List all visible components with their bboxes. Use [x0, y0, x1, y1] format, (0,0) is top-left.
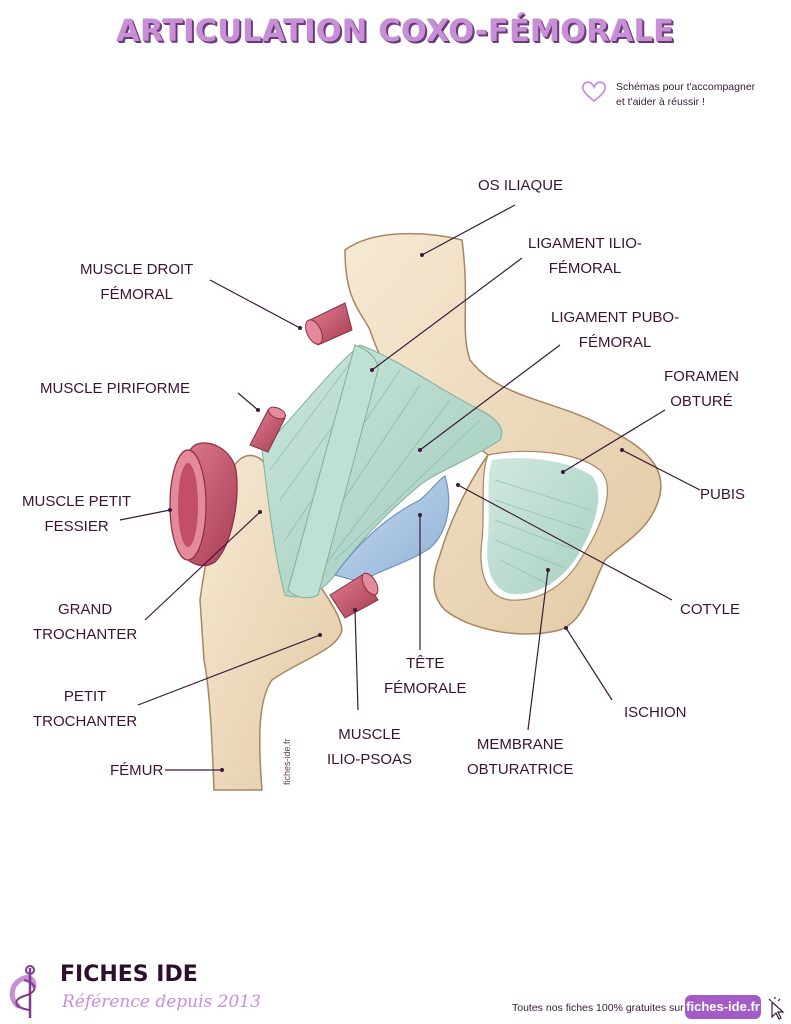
tagline-line-2: et t'aider à réussir !: [616, 96, 705, 108]
page-title: ARTICULATION COXO-FÉMORALE: [116, 14, 675, 49]
label-ilio-psoas-line1: MUSCLE: [338, 726, 401, 743]
tete-femorale-shape: [334, 475, 450, 583]
tagline: Schémas pour t'accompagner et t'aider à …: [616, 80, 755, 110]
label-ligament-pubo-femoral: LIGAMENT PUBO- FÉMORAL: [551, 305, 679, 355]
click-cursor-icon: [768, 997, 785, 1020]
label-ligament-ilio-line2: FÉMORAL: [548, 260, 622, 277]
label-cotyle: COTYLE: [680, 597, 740, 622]
label-tete-line2: FÉMORALE: [384, 680, 467, 697]
label-foramen-line1: FORAMEN: [664, 368, 739, 385]
site-link-button[interactable]: fiches-ide.fr: [685, 995, 761, 1019]
label-muscle-ilio-psoas: MUSCLE ILIO-PSOAS: [327, 722, 412, 772]
membrane-obturatrice-shape: [487, 458, 599, 595]
label-os-iliaque-text: OS ILIAQUE: [478, 177, 564, 194]
footer-subtitle: Référence depuis 2013: [62, 992, 261, 1012]
label-ilio-psoas-line2: ILIO-PSOAS: [327, 751, 413, 768]
label-muscle-petit-fessier: MUSCLE PETIT FESSIER: [22, 489, 131, 539]
label-tete-femorale: TÊTE FÉMORALE: [384, 651, 467, 701]
muscle-piriforme-stump: [249, 406, 286, 453]
footer-brand: FICHES IDE: [60, 962, 198, 987]
label-piriforme-text: MUSCLE PIRIFORME: [40, 380, 191, 397]
label-pubis: PUBIS: [700, 482, 745, 507]
muscle-petit-fessier-stump: [169, 442, 238, 567]
label-muscle-piriforme: MUSCLE PIRIFORME: [40, 376, 190, 401]
label-muscle-droit-femoral: MUSCLE DROIT FÉMORAL: [80, 257, 193, 307]
tagline-line-1: Schémas pour t'accompagner: [616, 81, 756, 93]
label-petit-fessier-line2: FESSIER: [44, 518, 109, 535]
label-petit-troch-line1: PETIT: [63, 688, 107, 705]
label-grand-troch-line2: TROCHANTER: [33, 626, 138, 643]
label-ligament-pubo-line2: FÉMORAL: [578, 334, 652, 351]
label-grand-trochanter: GRAND TROCHANTER: [33, 597, 137, 647]
ligament-ilio-femoral-band: [287, 344, 379, 599]
label-ligament-ilio-line1: LIGAMENT ILIO-: [528, 235, 642, 252]
footer-note: Toutes nos fiches 100% gratuites sur: [512, 1002, 684, 1014]
label-pubis-text: PUBIS: [700, 486, 746, 503]
label-droit-line1: MUSCLE DROIT: [80, 261, 194, 278]
muscle-ilio-psoas-stump: [329, 572, 379, 619]
label-foramen-obture: FORAMEN OBTURÉ: [664, 364, 739, 414]
label-petit-troch-line2: TROCHANTER: [33, 713, 138, 730]
label-femur-text: FÉMUR: [110, 762, 164, 779]
label-cotyle-text: COTYLE: [680, 601, 741, 618]
caduceus-logo-icon: [9, 965, 37, 1018]
label-tete-line1: TÊTE: [406, 655, 445, 672]
label-membrane-obturatrice: MEMBRANE OBTURATRICE: [467, 732, 573, 782]
heart-icon: [581, 81, 607, 103]
label-membrane-line2: OBTURATRICE: [467, 761, 574, 778]
label-petit-trochanter: PETIT TROCHANTER: [33, 684, 137, 734]
label-ligament-ilio-femoral: LIGAMENT ILIO- FÉMORAL: [528, 231, 642, 281]
label-grand-troch-line1: GRAND: [58, 601, 113, 618]
muscle-droit-femoral-stump: [305, 302, 353, 346]
label-ligament-pubo-line1: LIGAMENT PUBO-: [551, 309, 680, 326]
label-droit-line2: FÉMORAL: [100, 286, 173, 303]
label-petit-fessier-line1: MUSCLE PETIT: [22, 493, 132, 510]
label-femur: FÉMUR: [110, 758, 163, 783]
label-ischion-text: ISCHION: [624, 704, 687, 721]
label-ischion: ISCHION: [624, 700, 687, 725]
label-os-iliaque: OS ILIAQUE: [478, 173, 563, 198]
label-foramen-line2: OBTURÉ: [670, 393, 733, 410]
label-membrane-line1: MEMBRANE: [476, 736, 564, 753]
watermark: fiches-ide.fr: [282, 738, 292, 785]
